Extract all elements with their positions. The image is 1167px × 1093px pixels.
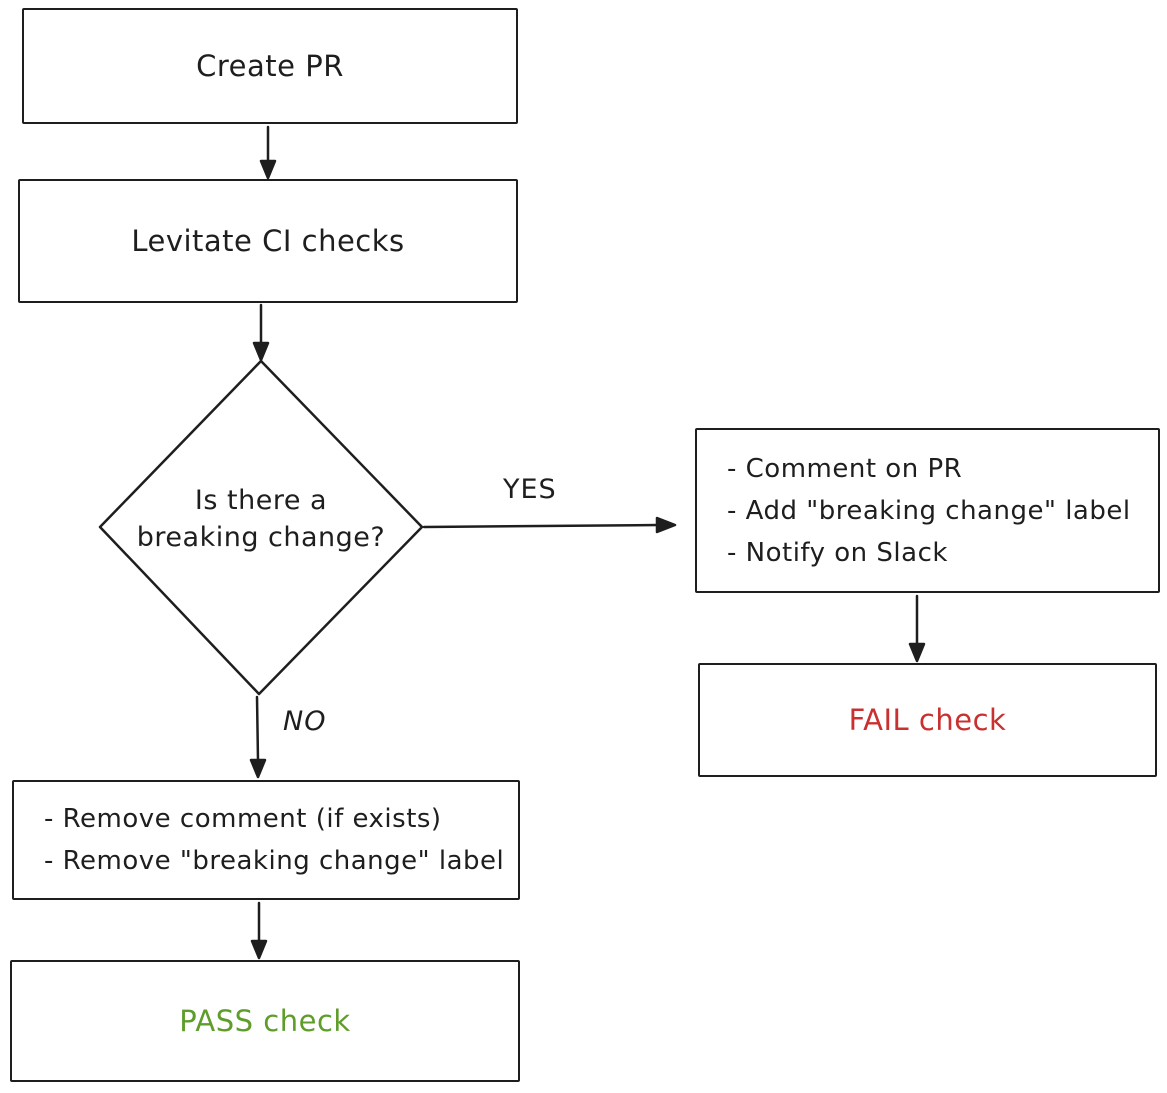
arrow-ci-to-decision [252,303,270,362]
node-no-actions: - Remove comment (if exists) - Remove "b… [12,780,520,900]
arrowhead-down-icon [252,341,270,362]
node-ci-checks: Levitate CI checks [18,179,518,303]
arrow-yes-branch [422,516,677,534]
arrow-shaft [255,695,260,763]
yes-action-item: - Comment on PR [727,453,963,484]
arrow-noactions-to-pass [250,901,268,960]
node-pass-check-label: PASS check [179,1004,351,1038]
decision-line-2: breaking change? [136,522,386,553]
arrowhead-down-icon [249,758,267,779]
arrow-no-branch [249,695,267,779]
node-fail-check: FAIL check [698,663,1157,777]
decision-diamond-label: Is there a breaking change? [131,482,391,556]
decision-line-1: Is there a [194,485,328,516]
arrowhead-right-icon [655,516,677,534]
node-create-pr: Create PR [22,8,518,124]
node-yes-actions: - Comment on PR - Add "breaking change" … [695,428,1160,593]
arrowhead-down-icon [259,159,277,180]
edge-label-yes: YES [503,474,557,505]
node-ci-checks-label: Levitate CI checks [131,224,405,258]
no-action-item: - Remove comment (if exists) [44,804,442,834]
yes-action-item: - Add "breaking change" label [727,495,1131,526]
arrowhead-down-icon [250,939,268,960]
node-fail-check-label: FAIL check [848,703,1007,737]
arrow-yesactions-to-fail [908,594,926,663]
no-action-item: - Remove "breaking change" label [44,846,505,876]
arrowhead-down-icon [908,642,926,663]
node-create-pr-label: Create PR [196,49,344,83]
arrow-shaft [422,523,661,529]
yes-action-item: - Notify on Slack [727,537,948,568]
edge-label-no: NO [283,706,327,737]
node-pass-check: PASS check [10,960,520,1082]
arrow-create-to-ci [259,125,277,180]
